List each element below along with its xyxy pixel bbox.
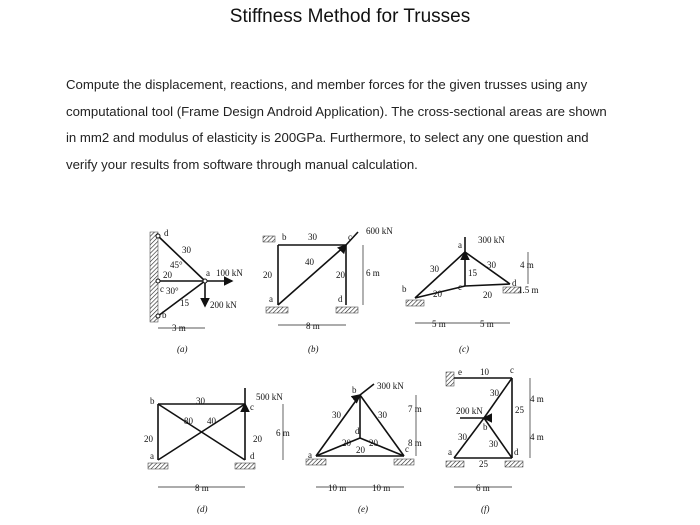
label-e-load-300: 300 kN bbox=[377, 381, 404, 391]
label-b-node-d: d bbox=[338, 294, 343, 304]
label-e-node-a: a bbox=[308, 450, 312, 460]
label-c-dim-1-5m: 1.5 m bbox=[518, 285, 539, 295]
label-b-30: 30 bbox=[308, 232, 318, 242]
label-e-node-b: b bbox=[352, 385, 357, 395]
label-f-30-right: 30 bbox=[489, 439, 499, 449]
label-c-15: 15 bbox=[468, 268, 478, 278]
label-c-dim-5m-right: 5 m bbox=[480, 319, 494, 329]
label-d-node-c: c bbox=[250, 402, 254, 412]
label-e-node-c: c bbox=[405, 444, 409, 454]
label-e-30-left: 30 bbox=[332, 410, 342, 420]
label-a-load-100: 100 kN bbox=[216, 268, 243, 278]
label-e-dim-7m: 7 m bbox=[408, 404, 422, 414]
label-d-node-a: a bbox=[150, 451, 154, 461]
truss-figure-c: a 300 kN 30 15 30 4 m b 20 c 20 d 1.5 m … bbox=[402, 235, 539, 354]
label-a-15: 15 bbox=[180, 298, 190, 308]
label-d-40: 40 bbox=[207, 416, 217, 426]
label-f-25-right: 25 bbox=[515, 405, 525, 415]
label-d-node-b: b bbox=[150, 396, 155, 406]
label-e-20-left: 20 bbox=[342, 438, 352, 448]
label-f-dim-4m-lower: 4 m bbox=[530, 432, 544, 442]
label-a-node-c: c bbox=[160, 284, 164, 294]
statement-line-3: in mm2 and modulus of elasticity is 200G… bbox=[66, 130, 589, 145]
statement-line-2: computational tool (Frame Design Android… bbox=[66, 103, 607, 119]
truss-figure-a: d 30 45° 20 a 100 kN c 30° 15 b 200 kN 3… bbox=[149, 228, 243, 354]
label-f-node-b: b bbox=[483, 422, 488, 432]
label-b-40: 40 bbox=[305, 257, 315, 267]
label-b-node-c: c bbox=[348, 232, 352, 242]
label-c-30-left: 30 bbox=[430, 264, 440, 274]
label-c-dim-5m-left: 5 m bbox=[432, 319, 446, 329]
caption-b: (b) bbox=[308, 344, 319, 354]
label-a-45deg: 45° bbox=[170, 260, 183, 270]
label-a-node-a: a bbox=[206, 268, 210, 278]
label-f-30-upper: 30 bbox=[490, 388, 500, 398]
label-e-20-right: 20 bbox=[369, 438, 379, 448]
label-a-30: 30 bbox=[182, 245, 192, 255]
page-title: Stiffness Method for Trusses bbox=[229, 6, 471, 27]
statement-line-1: Compute the displacement, reactions, and… bbox=[66, 77, 588, 92]
label-c-20-right: 20 bbox=[483, 290, 493, 300]
problem-statement: Compute the displacement, reactions, and… bbox=[66, 72, 646, 178]
label-e-dim-10m-left: 10 m bbox=[328, 483, 346, 493]
label-d-20-left: 20 bbox=[144, 434, 154, 444]
label-c-node-a: a bbox=[458, 240, 462, 250]
label-b-node-b: b bbox=[282, 232, 287, 242]
label-f-node-a: a bbox=[448, 447, 452, 457]
label-e-30-right: 30 bbox=[378, 410, 388, 420]
label-a-node-b: b bbox=[162, 310, 167, 320]
label-f-dim-6m: 6 m bbox=[476, 483, 490, 493]
truss-figure-e: b 300 kN 30 30 7 m d 20 20 20 8 m a c 10… bbox=[305, 381, 422, 514]
label-e-20-bottom: 20 bbox=[356, 445, 366, 455]
label-a-d: d bbox=[164, 228, 169, 238]
label-c-node-d: d bbox=[512, 278, 517, 288]
label-a-dim-3m: 3 m bbox=[172, 323, 186, 333]
label-b-20-right: 20 bbox=[336, 270, 346, 280]
label-f-node-c: c bbox=[510, 365, 514, 375]
label-e-dim-8m: 8 m bbox=[408, 438, 422, 448]
label-d-dim-6m: 6 m bbox=[276, 428, 290, 438]
label-d-30: 30 bbox=[196, 396, 206, 406]
label-d-20-right: 20 bbox=[253, 434, 263, 444]
label-e-node-d: d bbox=[355, 426, 360, 436]
truss-figure-f: e 10 c 30 4 m 200 kN 25 b 30 30 4 m a 25… bbox=[445, 365, 544, 514]
label-d-load-500: 500 kN bbox=[256, 392, 283, 402]
label-e-dim-10m-right: 10 m bbox=[372, 483, 390, 493]
label-d-80: 80 bbox=[184, 416, 194, 426]
caption-a: (a) bbox=[177, 344, 188, 354]
caption-d: (d) bbox=[197, 504, 208, 514]
label-a-30deg: 30° bbox=[166, 286, 179, 296]
label-c-30-right: 30 bbox=[487, 260, 497, 270]
label-f-load-200: 200 kN bbox=[456, 406, 483, 416]
label-b-node-a: a bbox=[269, 294, 273, 304]
label-b-dim-6m: 6 m bbox=[366, 268, 380, 278]
label-d-dim-8m: 8 m bbox=[195, 483, 209, 493]
label-b-load-600: 600 kN bbox=[366, 226, 393, 236]
truss-figure-d: b 30 500 kN c 80 40 20 20 6 m a d 8 m (d… bbox=[144, 388, 290, 514]
label-f-30-left: 30 bbox=[458, 432, 468, 442]
truss-figure-b: b 30 c 600 kN 40 20 20 6 m a d 8 m (b) bbox=[262, 226, 393, 354]
label-f-node-e: e bbox=[458, 367, 462, 377]
label-f-node-d: d bbox=[514, 447, 519, 457]
label-b-20-left: 20 bbox=[263, 270, 273, 280]
label-c-dim-4m: 4 m bbox=[520, 260, 534, 270]
label-a-load-200: 200 kN bbox=[210, 300, 237, 310]
caption-f: (f) bbox=[481, 504, 490, 514]
label-c-node-b: b bbox=[402, 284, 407, 294]
label-c-node-c: c bbox=[458, 282, 462, 292]
label-b-dim-8m: 8 m bbox=[306, 321, 320, 331]
label-d-node-d: d bbox=[250, 451, 255, 461]
statement-line-4: verify your results from software throug… bbox=[66, 156, 418, 172]
label-f-25-bottom: 25 bbox=[479, 459, 489, 469]
label-f-dim-4m-upper: 4 m bbox=[530, 394, 544, 404]
caption-c: (c) bbox=[459, 344, 469, 354]
label-a-20: 20 bbox=[163, 270, 173, 280]
label-f-10: 10 bbox=[480, 367, 490, 377]
label-c-20-left: 20 bbox=[433, 289, 443, 299]
label-c-load-300: 300 kN bbox=[478, 235, 505, 245]
caption-e: (e) bbox=[358, 504, 368, 514]
